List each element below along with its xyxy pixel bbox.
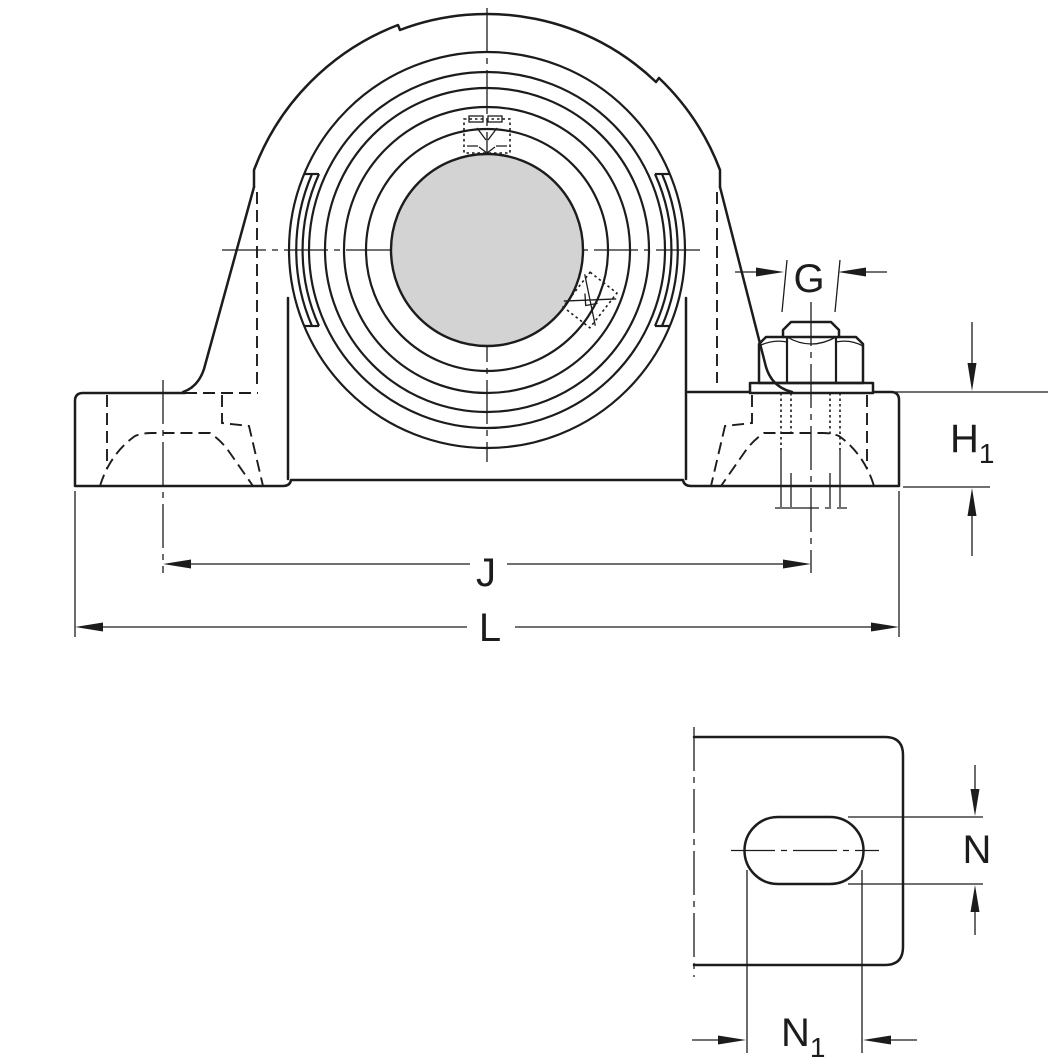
set-screw-top <box>463 115 511 154</box>
raceway-circle <box>342 105 632 395</box>
hidden-lines <box>99 192 875 487</box>
dimension-label-h1-base: H <box>950 417 979 461</box>
seat-arc-left-outer <box>295 173 314 327</box>
arrowhead <box>756 267 784 277</box>
arrowhead <box>863 1035 891 1045</box>
bolt-slot <box>743 815 865 886</box>
arrowhead <box>967 363 977 391</box>
seat-arc-right-inner <box>653 173 673 327</box>
hidden-bolt-recess-right <box>720 432 875 487</box>
dimension-label-n1-subscript: 1 <box>810 1032 826 1063</box>
dimension-label-l: L <box>479 606 501 650</box>
dimension-g: G <box>735 257 887 313</box>
set-screw-body <box>463 118 511 154</box>
dimension-label-j: J <box>476 551 496 595</box>
set-screw-slot-edge <box>468 115 484 123</box>
right-leg-outer-edge <box>718 185 794 394</box>
mounting-bolt-assembly <box>162 302 875 573</box>
shaft-bore <box>389 152 585 348</box>
dimension-label-n1: N1 <box>781 1011 825 1063</box>
outer-ring-circle <box>307 70 667 430</box>
set-screw-socket-mark <box>476 127 498 141</box>
arrowhead <box>163 559 191 569</box>
dimension-h1: H1 <box>885 322 1048 556</box>
dimension-label-n: N <box>963 828 992 872</box>
dimension-n1: N1 <box>692 870 917 1063</box>
hidden-recess-step-left <box>221 395 264 487</box>
arrowhead <box>75 622 103 632</box>
arrowhead <box>970 885 980 912</box>
hidden-bolt-recess-left <box>99 432 254 487</box>
bearing-rings <box>287 50 687 450</box>
arrowhead <box>967 488 977 516</box>
set-screw-side <box>561 271 619 329</box>
hex-nut <box>757 335 865 385</box>
dimension-label-g: G <box>793 257 824 301</box>
arrowhead <box>783 559 811 569</box>
seat-arc-left-inner <box>301 173 321 327</box>
set-screw-body <box>561 271 619 329</box>
foot-plate-outline <box>692 735 905 967</box>
dimension-l: L <box>74 491 900 650</box>
bottom-view: N N1 <box>692 727 991 1063</box>
dimension-label-h1-subscript: 1 <box>979 438 995 469</box>
seat-arc-right-outer <box>660 173 679 327</box>
set-screw-slot-edge <box>487 115 503 123</box>
arrowhead <box>718 1035 746 1045</box>
outer-ring-inner-circle <box>323 86 651 414</box>
set-screw-socket-mark <box>584 293 598 307</box>
arrowhead <box>871 622 899 632</box>
housing-arch-outline <box>252 12 722 189</box>
set-screw-cross-mark <box>563 274 617 326</box>
arrowhead <box>838 267 866 277</box>
extension-line <box>834 259 841 313</box>
dimension-n: N <box>848 765 991 935</box>
arrowhead <box>970 789 980 816</box>
dimension-label-n1-base: N <box>781 1011 810 1055</box>
extension-line <box>781 259 788 313</box>
inner-ring-circle <box>364 127 610 373</box>
housing-seat-circle <box>287 50 687 450</box>
front-view <box>73 8 901 573</box>
base-outline <box>73 390 901 488</box>
hidden-recess-step-right <box>710 395 753 487</box>
set-screw-thread-mark <box>467 145 507 154</box>
dimension-label-h1: H1 <box>950 417 994 469</box>
left-leg-outer-edge <box>181 185 256 394</box>
dimension-j: J <box>163 551 811 595</box>
